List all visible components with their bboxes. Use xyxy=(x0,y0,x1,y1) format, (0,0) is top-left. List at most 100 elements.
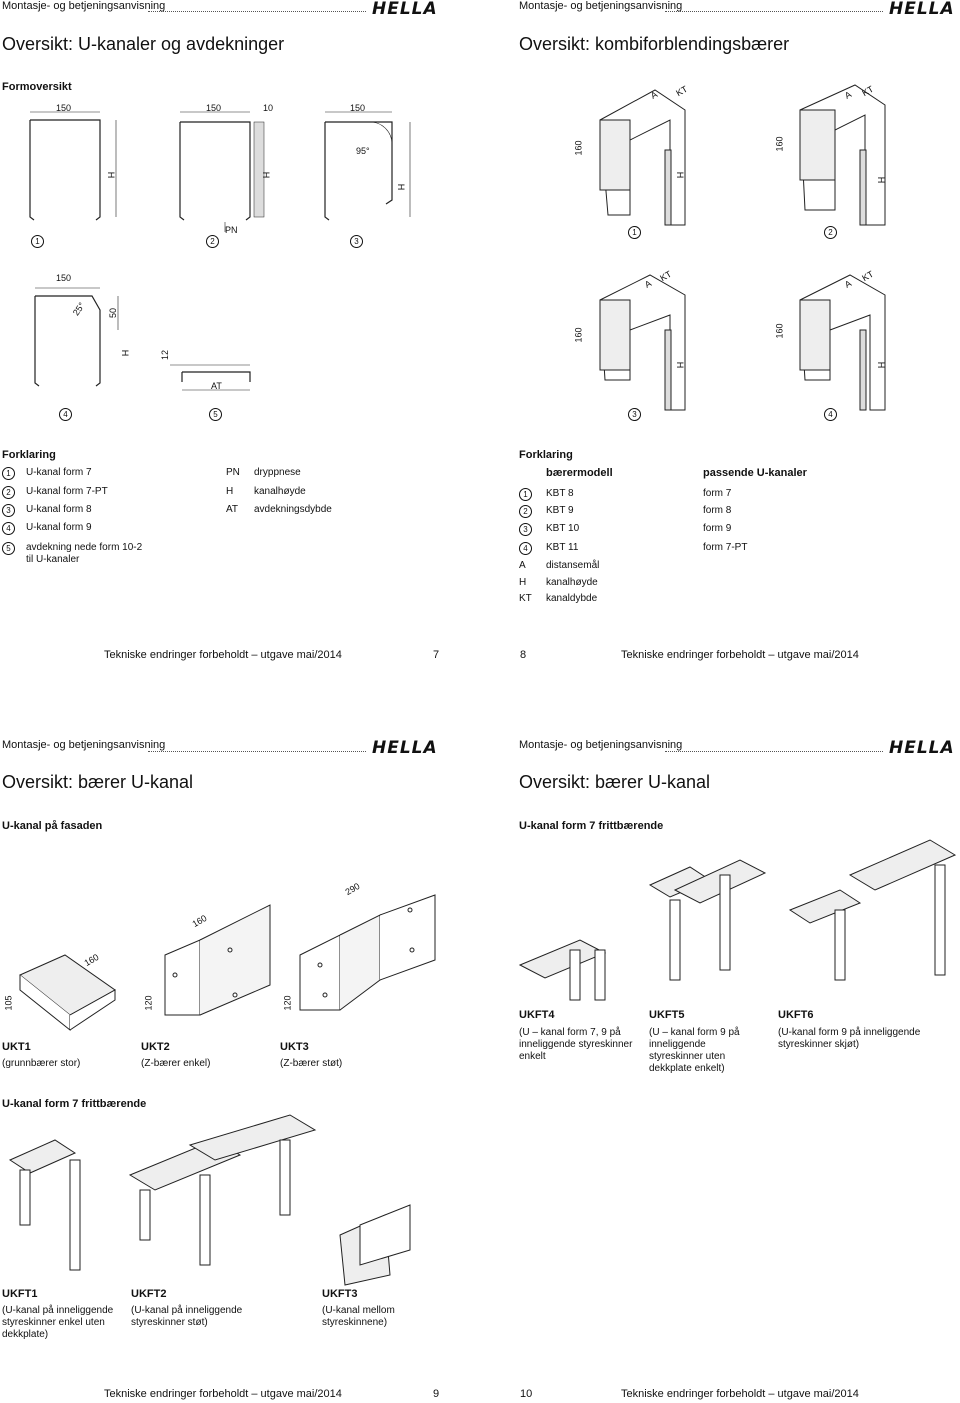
footer-text: Tekniske endringer forbeholdt – utgave m… xyxy=(104,649,342,661)
dim-label: 160 xyxy=(573,327,584,343)
number-circle: 3 xyxy=(2,504,15,517)
item-name: UKFT6 xyxy=(778,1009,814,1021)
number-circle: 4 xyxy=(824,408,837,421)
number-circle: 2 xyxy=(519,505,532,518)
frittbaerende-drawings xyxy=(8,1114,411,1286)
section-heading: Formoversikt xyxy=(2,81,72,93)
page-title: Oversikt: kombiforblendingsbærer xyxy=(519,34,790,54)
section-heading: U-kanal form 7 frittbærende xyxy=(519,820,664,832)
dim-label: 105 xyxy=(3,995,14,1011)
legend-key: AT xyxy=(226,504,239,515)
item-name: UKT1 xyxy=(2,1041,31,1053)
column-header: bærermodell xyxy=(546,467,613,479)
section-heading: U-kanal på fasaden xyxy=(2,820,103,832)
dim-label: 12 xyxy=(160,349,171,361)
item-name: UKFT2 xyxy=(131,1288,167,1300)
number-circle: 1 xyxy=(31,235,44,248)
number-circle: 1 xyxy=(519,488,532,501)
number-circle: 4 xyxy=(59,408,72,421)
page-title: Oversikt: bærer U-kanal xyxy=(2,772,194,792)
channel-text: form 8 xyxy=(703,505,732,516)
number-circle: 3 xyxy=(628,408,641,421)
channel-text: form 9 xyxy=(703,523,732,534)
dim-label: 10 xyxy=(263,103,274,113)
page-number: 9 xyxy=(433,1388,440,1400)
item-name: UKFT5 xyxy=(649,1009,685,1021)
hella-logo: HELLA xyxy=(372,0,438,19)
model-text: KBT 9 xyxy=(546,505,574,516)
abbr-text: kanaldybde xyxy=(546,593,598,604)
item-name: UKFT3 xyxy=(322,1288,358,1300)
number-circle: 4 xyxy=(519,542,532,555)
dim-label: 160 xyxy=(774,323,785,339)
footer-text: Tekniske endringer forbeholdt – utgave m… xyxy=(621,1388,859,1400)
dim-label: AT xyxy=(211,381,222,391)
column-header: passende U-kanaler xyxy=(703,467,807,479)
dim-label: 160 xyxy=(573,140,584,156)
header-rule xyxy=(148,11,366,12)
model-text: KBT 11 xyxy=(546,542,579,553)
dim-label: H xyxy=(675,361,686,369)
dim-label: H xyxy=(675,171,686,179)
header-label: Montasje- og betjeningsanvisning xyxy=(519,0,683,12)
dim-label: H xyxy=(396,183,407,191)
legend-text: U-kanal form 7 xyxy=(26,467,92,478)
dim-label: 150 xyxy=(56,103,72,113)
abbr-key: KT xyxy=(519,593,532,604)
header-rule xyxy=(665,11,883,12)
item-name: UKFT4 xyxy=(519,1009,555,1021)
header-rule xyxy=(148,751,366,752)
number-circle: 5 xyxy=(2,542,15,555)
number-circle: 4 xyxy=(2,522,15,535)
page-title: Oversikt: bærer U-kanal xyxy=(519,772,711,792)
carrier-drawings xyxy=(19,894,436,1032)
item-name: UKFT1 xyxy=(2,1288,38,1300)
dim-label: H xyxy=(876,176,887,184)
hella-logo: HELLA xyxy=(889,0,955,19)
dim-label: 160 xyxy=(774,136,785,152)
model-text: KBT 8 xyxy=(546,488,574,499)
item-desc: (Z-bærer enkel) xyxy=(141,1058,211,1069)
legend-key: H xyxy=(226,486,234,497)
number-circle: 1 xyxy=(628,226,641,239)
item-desc: (U-kanal form 9 på inneliggende styreski… xyxy=(778,1027,921,1050)
page-number: 10 xyxy=(520,1388,533,1400)
dim-label: H xyxy=(106,171,117,179)
legend-text: U-kanal form 7-PT xyxy=(26,486,108,497)
item-desc: (U-kanal mellom styreskinnene) xyxy=(322,1305,395,1328)
item-desc: (U-kanal på inneliggende styreskinner st… xyxy=(131,1305,243,1328)
form-overview-drawing-2 xyxy=(34,287,251,391)
legend-text: dryppnese xyxy=(254,467,301,478)
legend-title: Forklaring xyxy=(519,449,573,461)
abbr-text: kanalhøyde xyxy=(546,577,598,588)
bracket-drawings xyxy=(599,84,886,411)
number-circle: 5 xyxy=(209,408,222,421)
dim-label: 150 xyxy=(206,103,222,113)
number-circle: 2 xyxy=(206,235,219,248)
number-circle: 3 xyxy=(350,235,363,248)
item-name: UKT2 xyxy=(141,1041,170,1053)
dim-label: H xyxy=(876,361,887,369)
legend-text: U-kanal form 8 xyxy=(26,504,92,515)
number-circle: 2 xyxy=(2,486,15,499)
abbr-key: A xyxy=(519,560,526,571)
model-text: KBT 10 xyxy=(546,523,580,534)
dim-label: 95° xyxy=(356,146,370,156)
item-name: UKT3 xyxy=(280,1041,309,1053)
header-label: Montasje- og betjeningsanvisning xyxy=(2,739,166,751)
item-desc: (U – kanal form 9 på inneliggende styres… xyxy=(649,1027,740,1074)
channel-text: form 7-PT xyxy=(703,542,748,553)
footer-text: Tekniske endringer forbeholdt – utgave m… xyxy=(104,1388,342,1400)
page-number: 8 xyxy=(520,649,527,661)
page-number: 7 xyxy=(433,649,440,661)
abbr-key: H xyxy=(519,577,527,588)
legend-text: kanalhøyde xyxy=(254,486,306,497)
form-overview-drawing-1 xyxy=(29,111,411,232)
item-desc: (U-kanal på inneliggende styreskinner en… xyxy=(2,1305,114,1340)
hella-logo: HELLA xyxy=(889,738,955,758)
legend-text: avdekningsdybde xyxy=(254,504,332,515)
legend-title: Forklaring xyxy=(2,449,56,461)
dim-label: H xyxy=(261,171,272,179)
dim-label: 50 xyxy=(108,307,119,319)
item-desc: (grunnbærer stor) xyxy=(2,1058,81,1069)
